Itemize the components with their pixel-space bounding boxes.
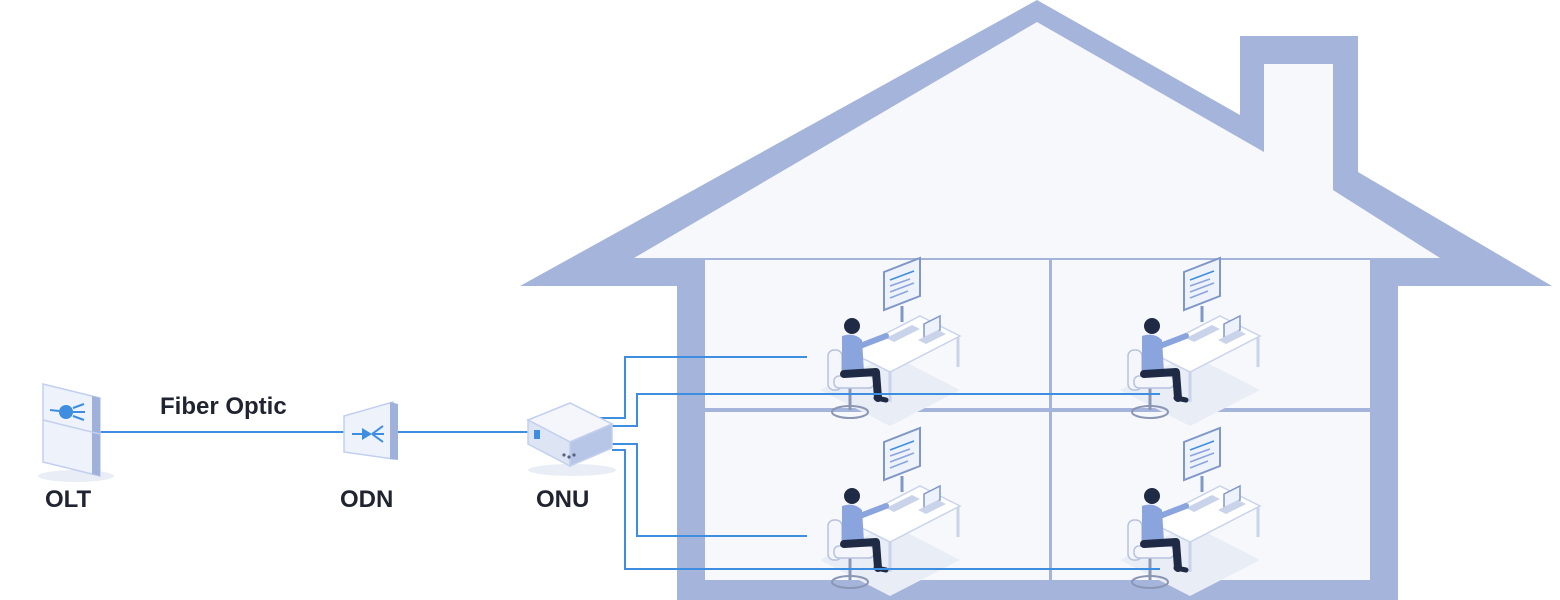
splitter-icon [343, 401, 398, 460]
link-label-fiber-optic: Fiber Optic [160, 393, 287, 420]
router-icon [526, 402, 616, 476]
fiber-onu-room-4 [612, 449, 1160, 570]
olt-device-icon [38, 383, 114, 482]
house [520, 0, 1552, 600]
label-odn: ODN [340, 486, 394, 513]
fiber-links [100, 356, 1160, 570]
label-onu: ONU [536, 486, 590, 513]
fiber-onu-room-2 [610, 393, 1160, 427]
fiber-onu-room-1 [593, 356, 807, 419]
label-olt: OLT [45, 486, 92, 513]
fiber-onu-room-3 [612, 443, 807, 537]
attic [634, 22, 1440, 258]
